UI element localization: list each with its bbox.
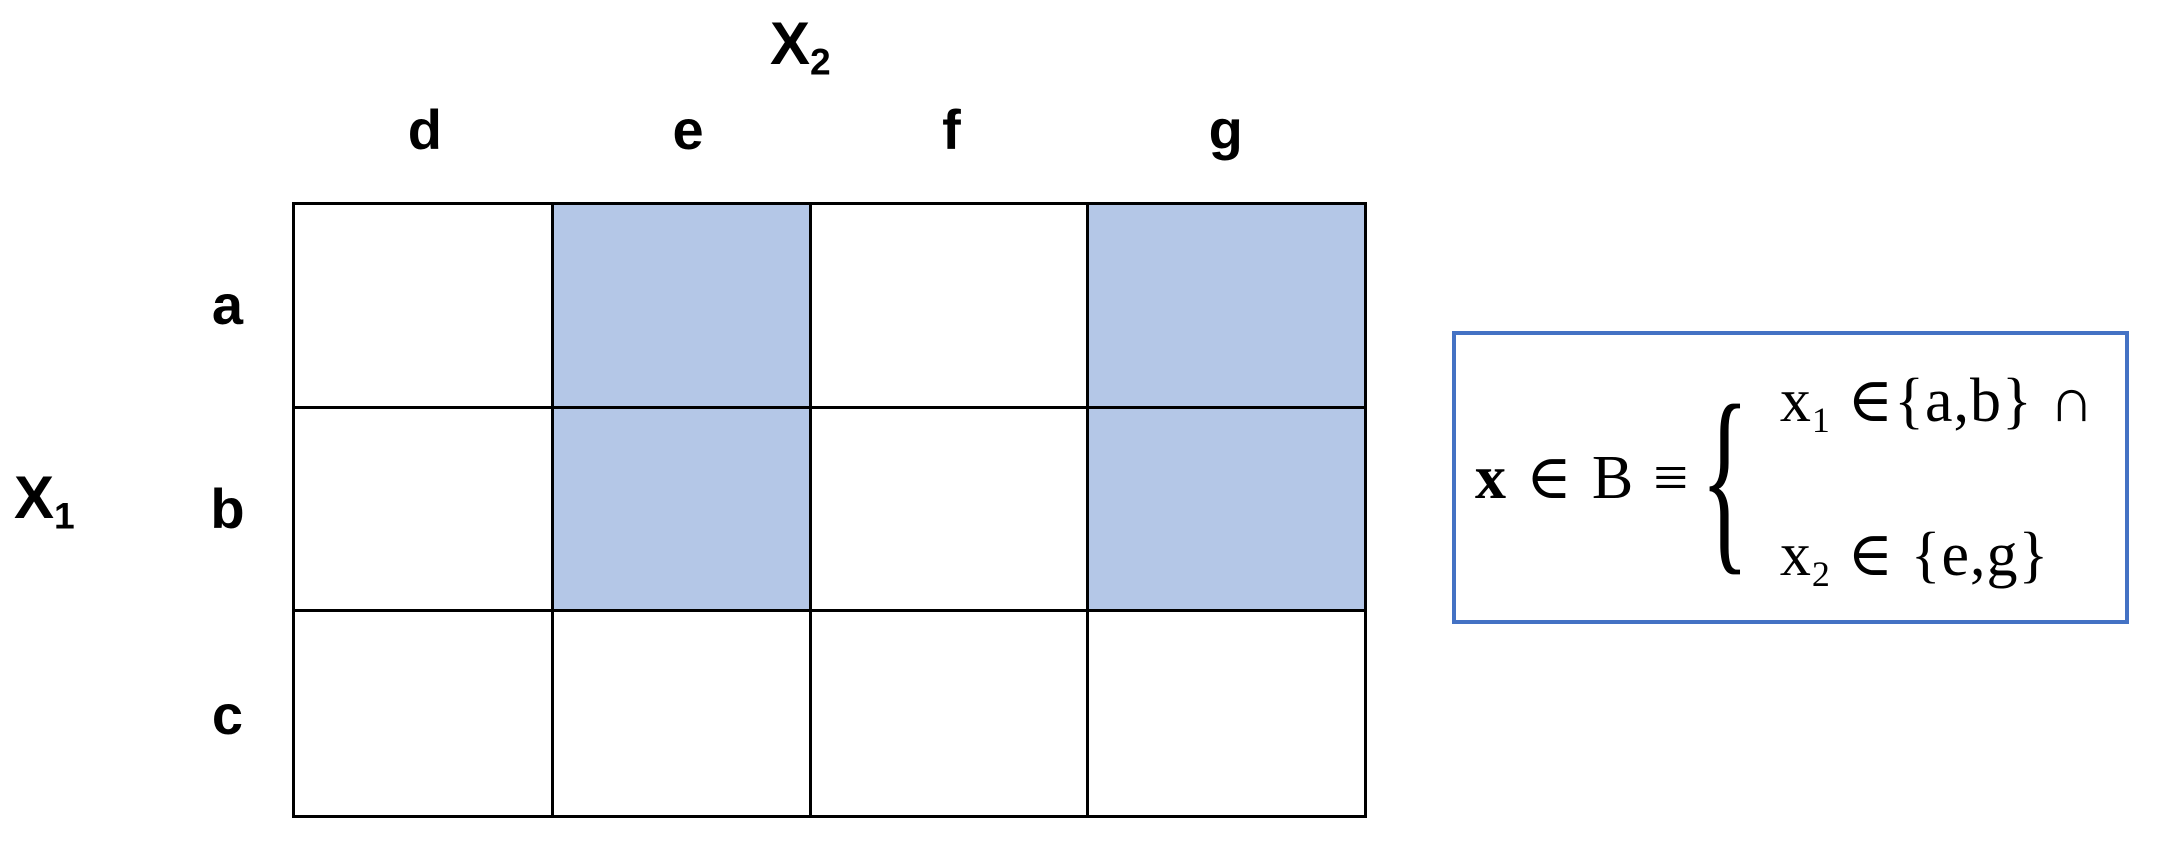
- grid-cell-cf: [811, 612, 1086, 815]
- column-labels: d e f g: [292, 90, 1367, 170]
- x2-var: x: [1779, 520, 1812, 589]
- column-label-g: g: [1208, 98, 1243, 161]
- grid-cell-cg: [1088, 612, 1364, 815]
- formula-lhs-x: x: [1475, 443, 1506, 512]
- column-label-d: d: [407, 98, 442, 161]
- formula-lhs: x ∈ B ≡: [1475, 447, 1688, 509]
- x1-axis-label: X1: [14, 468, 75, 535]
- row-label-c: c: [211, 682, 244, 746]
- x1-axis-label-base: X: [14, 464, 55, 531]
- grid: [292, 202, 1367, 818]
- formula-lhs-set-b: B: [1591, 443, 1634, 512]
- x2-axis-label-subscript: 2: [810, 40, 831, 83]
- x1-condition-rest: ∈{a,b} ∩: [1830, 366, 2096, 435]
- grid-cell-ag: [1088, 205, 1364, 406]
- grid-cell-bf: [811, 409, 1086, 610]
- row-labels: a b c: [185, 202, 270, 818]
- formula-condition-x1: x1 ∈{a,b} ∩: [1779, 366, 2096, 438]
- x2-subscript: 2: [1811, 553, 1831, 594]
- x2-axis-label-base: X: [770, 10, 811, 77]
- row-label-b: b: [210, 477, 245, 541]
- equivalence-symbol: ≡: [1653, 443, 1689, 512]
- formula-condition-x2: x2 ∈ {e,g}: [1779, 520, 2095, 592]
- row-label-a: a: [211, 272, 244, 336]
- column-label-f: f: [942, 98, 961, 161]
- x1-subscript: 1: [1811, 399, 1831, 440]
- x1-var: x: [1779, 366, 1812, 435]
- grid-cell-ae: [554, 205, 809, 406]
- grid-cell-be: [554, 409, 809, 610]
- grid-cell-bd: [295, 409, 552, 610]
- grid-cell-ce: [554, 612, 809, 815]
- formula-conditions: x1 ∈{a,b} ∩ x2 ∈ {e,g}: [1779, 366, 2096, 592]
- grid-cell-bg: [1088, 409, 1364, 610]
- left-curly-brace: {: [1700, 362, 1750, 592]
- grid-cell-af: [811, 205, 1086, 406]
- formula-box: x ∈ B ≡ { x1 ∈{a,b} ∩ x2 ∈ {e,g}: [1452, 331, 2129, 624]
- x1-axis-label-subscript: 1: [54, 494, 75, 537]
- x2-condition-rest: ∈ {e,g}: [1830, 520, 2050, 589]
- grid-cell-cd: [295, 612, 552, 815]
- x2-axis-label: X2: [770, 14, 831, 81]
- grid-cell-ad: [295, 205, 552, 406]
- column-label-e: e: [672, 98, 704, 161]
- element-of-symbol: ∈: [1526, 443, 1572, 512]
